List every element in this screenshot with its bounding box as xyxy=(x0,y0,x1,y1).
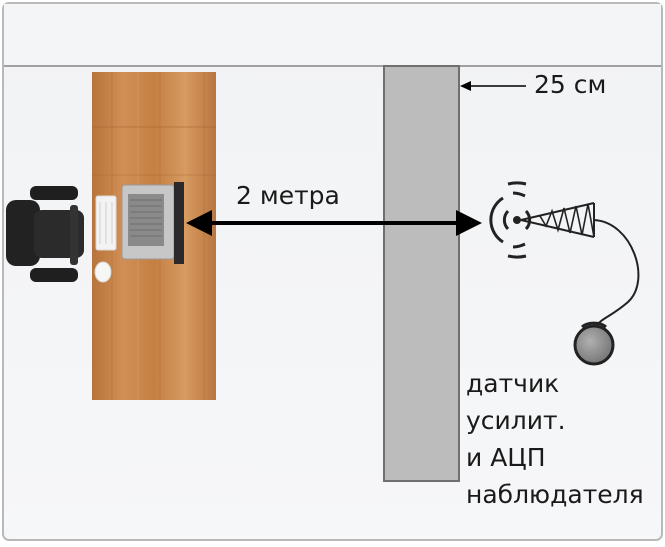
sensor-antenna-icon xyxy=(489,181,595,259)
distance-label: 2 метра xyxy=(236,181,340,210)
sensor-label-line: наблюдателя xyxy=(466,480,644,509)
sensor-cable xyxy=(593,219,640,327)
sensor-label: датчик усилит. и АЦП наблюдателя xyxy=(466,365,644,513)
sensor-label-line: усилит. xyxy=(466,406,566,435)
keyboard-icon xyxy=(95,195,117,251)
wall-thickness-arrow xyxy=(460,81,526,91)
mouse-icon xyxy=(94,261,112,283)
laptop-icon xyxy=(121,182,184,264)
wall-thickness-label: 25 см xyxy=(534,70,607,99)
distance-arrow xyxy=(186,210,482,236)
sensor-label-line: датчик xyxy=(466,369,560,398)
office-chair-icon xyxy=(6,186,84,282)
sensor-label-line: и АЦП xyxy=(466,443,546,472)
probe-ball-icon xyxy=(573,321,615,366)
wall xyxy=(383,65,460,482)
ceiling-band xyxy=(4,4,661,66)
